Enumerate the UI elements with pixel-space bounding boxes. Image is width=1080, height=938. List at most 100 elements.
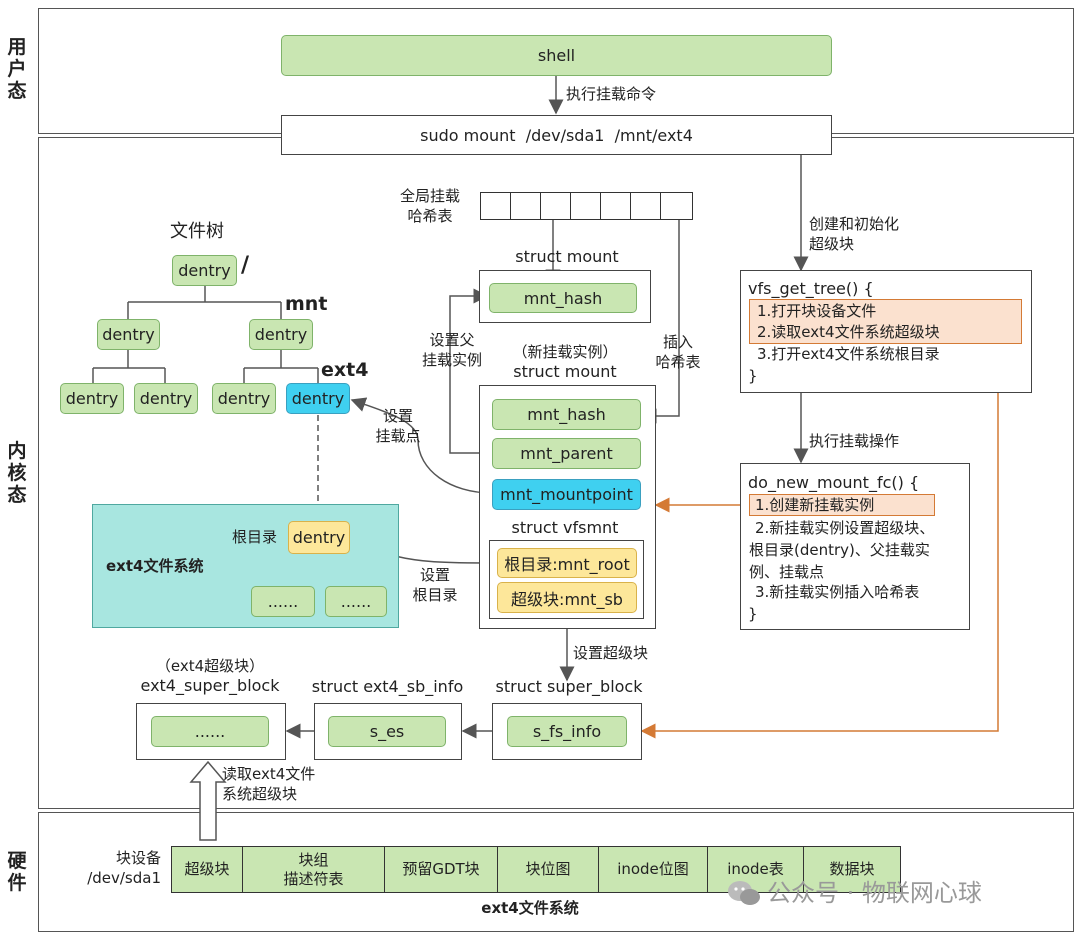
super-block-title: struct super_block [495, 677, 643, 696]
hash-table-label-line1: 全局挂载 [400, 187, 461, 205]
do-new-mount-line3: 3.新挂载实例插入哈希表 [755, 583, 920, 601]
do-new-mount-highlight [749, 494, 935, 516]
vfsmnt-mnt-sb: 超级块:mnt_sb [497, 582, 637, 613]
hardware-label-text: 硬件 [7, 850, 27, 894]
ext4-fs-root-label: 根目录 [232, 528, 278, 546]
tree-leaf-dentry-3: dentry [212, 383, 276, 414]
shell-label: shell [537, 46, 576, 65]
hw-cell-gdt-text: 块组 描述符表 [283, 850, 344, 888]
insert-hash-label-line2: 哈希表 [655, 353, 701, 371]
vfs-get-tree-header: vfs_get_tree() { [748, 279, 874, 298]
set-mountpoint-label: 设置 挂载点 [368, 406, 428, 446]
tree-leaf-dentry-2: dentry [134, 383, 198, 414]
kernel-space-label: 内核态 [6, 440, 28, 506]
hash-table-label: 全局挂载 哈希表 [400, 186, 460, 226]
tree-ext4-label: ext4 [321, 359, 369, 381]
new-mount-title-line1: （新挂载实例） [512, 343, 618, 361]
hash-cell [570, 192, 601, 220]
do-new-mount-line1: 1.创建新挂载实例 [755, 496, 875, 514]
ext4-fs-root-dentry: dentry [288, 521, 350, 554]
hash-cell [660, 192, 693, 220]
hw-cell-superblock: 超级块 [171, 846, 243, 893]
do-new-mount-footer: } [748, 605, 758, 623]
vfs-get-tree-highlight [749, 299, 1022, 344]
hw-cell-reserved-gdt: 预留GDT块 [384, 846, 498, 893]
block-device-label: 块设备 /dev/sda1 [77, 848, 161, 888]
create-init-label-line2: 超级块 [809, 235, 855, 253]
hw-cell-data-block-text: 数据块 [829, 860, 875, 878]
user-space-label: 用户态 [6, 36, 28, 102]
hw-cell-block-bitmap: 块位图 [497, 846, 599, 893]
tree-ext4-dentry: dentry [286, 383, 350, 414]
hw-cell-gdt: 块组 描述符表 [242, 846, 385, 893]
insert-hash-label: 插入 哈希表 [647, 332, 709, 372]
read-superblock-label-line1: 读取ext4文件 [222, 765, 316, 783]
ext4-super-block-title: （ext4超级块） ext4_super_block [125, 656, 295, 696]
set-root-label: 设置 根目录 [405, 565, 465, 605]
create-init-label-line1: 创建和初始化 [809, 215, 900, 233]
ext4-sb-info-title: struct ext4_sb_info [311, 677, 464, 696]
kernel-space-label-text: 内核态 [7, 440, 27, 506]
create-init-label: 创建和初始化 超级块 [809, 214, 899, 254]
set-root-label-line2: 根目录 [412, 586, 458, 604]
tree-root-dentry: dentry [172, 255, 237, 286]
hw-cell-inode-bitmap-text: inode位图 [617, 860, 689, 878]
vfs-get-tree-line3: 3.打开ext4文件系统根目录 [757, 345, 940, 363]
do-new-mount-line2c: 例、挂载点 [749, 563, 825, 581]
ext4-fs-child-1: ...... [251, 586, 315, 617]
struct-mount-top-mnt-hash: mnt_hash [489, 283, 637, 313]
hardware-caption: ext4文件系统 [481, 899, 579, 917]
file-tree-title: 文件树 [170, 221, 224, 242]
hardware-zone [38, 812, 1074, 932]
read-superblock-label: 读取ext4文件 系统超级块 [222, 764, 315, 804]
tree-dentry-left: dentry [97, 319, 160, 350]
tree-leaf-dentry-1: dentry [60, 383, 124, 414]
ext4-super-block-field: ...... [151, 716, 269, 747]
hw-cell-superblock-text: 超级块 [184, 860, 230, 878]
vfsmnt-title: struct vfsmnt [511, 518, 619, 537]
shell-box: shell [281, 35, 832, 76]
block-device-label-line1: 块设备 [115, 849, 161, 867]
struct-mount-top-title: struct mount [515, 247, 619, 266]
set-parent-label-line1: 设置父 [429, 331, 475, 349]
do-new-mount-box [740, 463, 970, 630]
vfs-get-tree-line1: 1.打开块设备文件 [757, 302, 877, 320]
watermark-text: 公众号 · 物联网心球 [767, 879, 982, 907]
new-mount-title: （新挂载实例） struct mount [490, 342, 640, 382]
hw-cell-block-bitmap-text: 块位图 [525, 860, 571, 878]
new-mount-title-line2: struct mount [513, 362, 617, 381]
insert-hash-label-line1: 插入 [662, 333, 693, 351]
hash-cell [510, 192, 541, 220]
new-mount-mnt-hash: mnt_hash [492, 399, 641, 430]
user-space-label-text: 用户态 [7, 36, 27, 102]
hash-table-label-line2: 哈希表 [407, 207, 453, 225]
tree-root-slash: / [241, 253, 250, 278]
exec-mount-cmd-label: 执行挂载命令 [566, 85, 657, 103]
hardware-label: 硬件 [6, 850, 28, 894]
set-superblock-label: 设置超级块 [573, 644, 649, 662]
wechat-icon-svg [728, 881, 760, 905]
hash-cell [630, 192, 661, 220]
hash-cell [540, 192, 571, 220]
hash-cell [480, 192, 511, 220]
mount-command-box: sudo mount /dev/sda1 /mnt/ext4 [281, 115, 832, 155]
tree-mnt-label: mnt [285, 293, 328, 315]
hw-cell-inode-table-text: inode表 [727, 860, 784, 878]
hash-cell [600, 192, 631, 220]
ext4-fs-child-2: ...... [325, 586, 387, 617]
set-mountpoint-label-line2: 挂载点 [375, 427, 421, 445]
new-mount-mnt-mountpoint: mnt_mountpoint [492, 479, 641, 510]
exec-mount-op-label: 执行挂载操作 [809, 432, 900, 450]
vfs-get-tree-line2: 2.读取ext4文件系统超级块 [757, 323, 940, 341]
super-block-s-fs-info: s_fs_info [507, 716, 627, 747]
hw-cell-data-block: 数据块 [803, 846, 901, 893]
vfs-get-tree-footer: } [748, 367, 758, 385]
do-new-mount-header: do_new_mount_fc() { [748, 473, 920, 492]
new-mount-mnt-parent: mnt_parent [492, 438, 641, 469]
ext4-fs-box-title: ext4文件系统 [106, 557, 204, 575]
read-superblock-label-line2: 系统超级块 [222, 785, 298, 803]
do-new-mount-line2a: 2.新挂载实例设置超级块、 [755, 519, 935, 537]
hw-cell-inode-bitmap: inode位图 [598, 846, 708, 893]
tree-dentry-mnt: dentry [249, 319, 313, 350]
